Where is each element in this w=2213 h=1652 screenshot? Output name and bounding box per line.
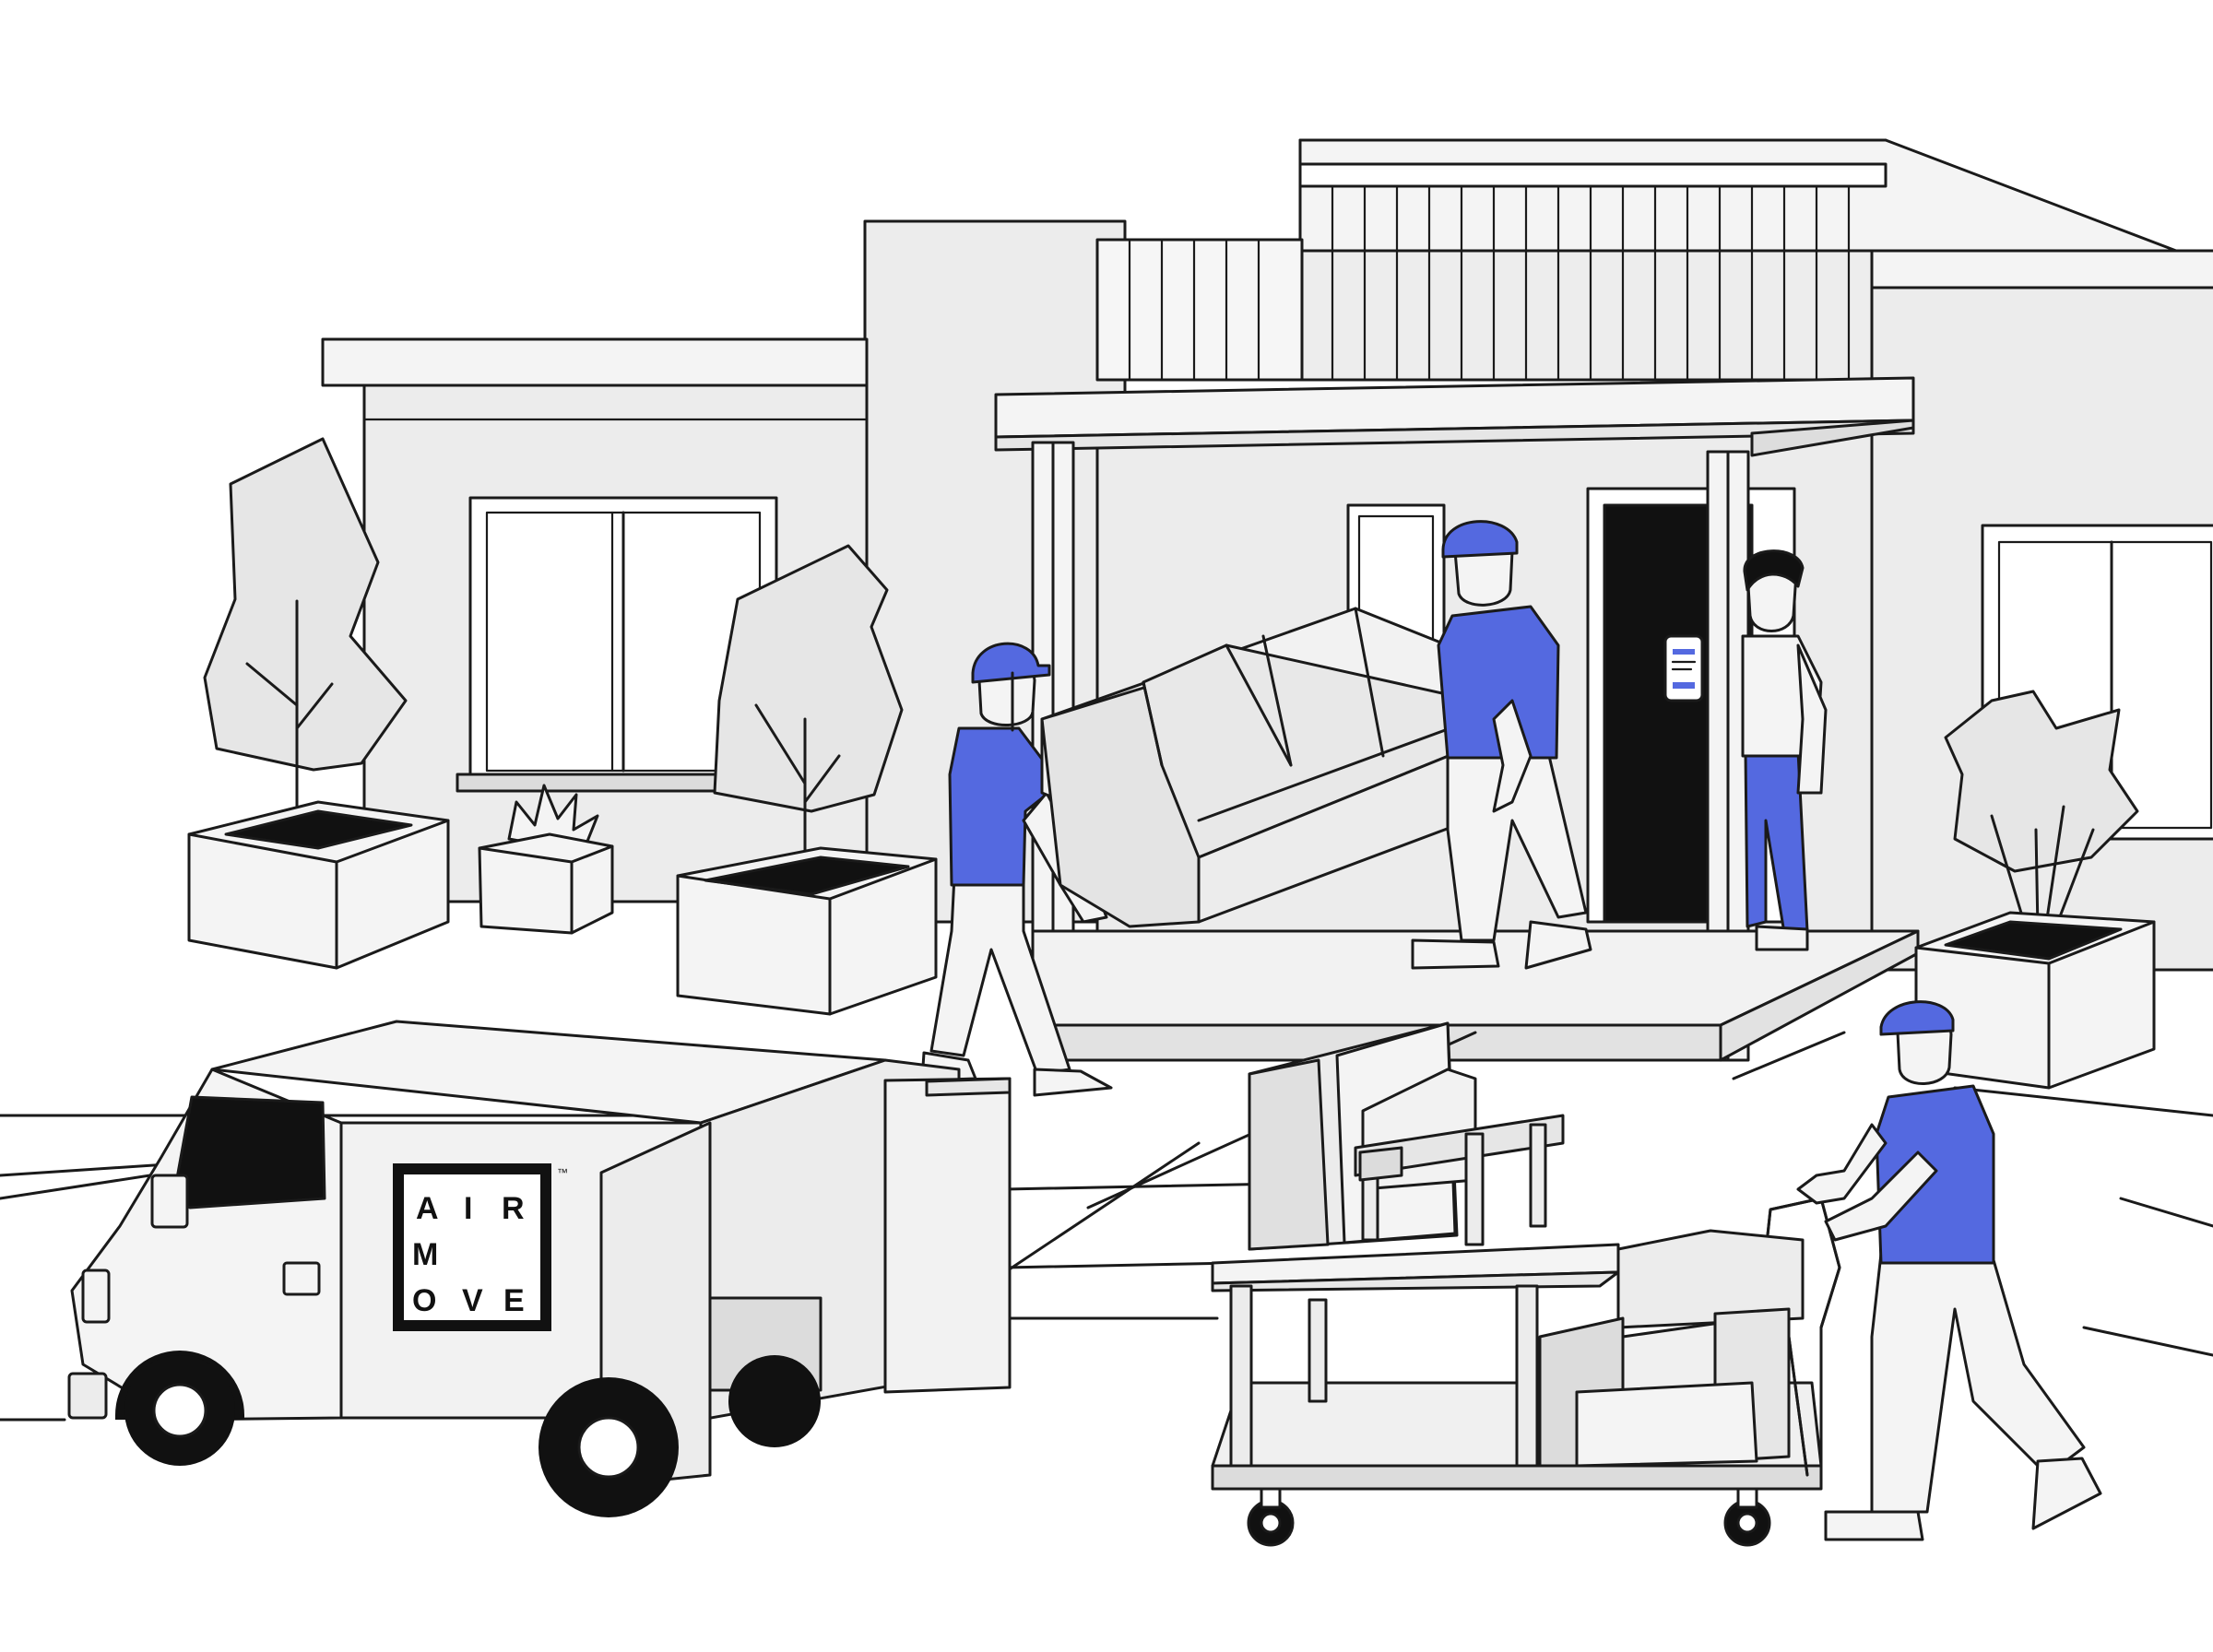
van-wheel-rear	[538, 1355, 821, 1517]
mover-right	[1411, 520, 1592, 970]
armchair-icon	[1538, 1229, 1805, 1468]
house-upper-section	[1298, 138, 2178, 382]
logo-letter: R	[502, 1191, 525, 1226]
table-on-cart	[1211, 1243, 1620, 1468]
airmove-logo: A I R M O V E ™	[393, 1163, 568, 1331]
small-plant-planter	[478, 784, 614, 935]
chair-on-table	[1354, 1068, 1565, 1246]
logo-trademark: ™	[557, 1166, 568, 1179]
porch-roof	[994, 376, 1915, 457]
logo-letter: A	[416, 1191, 439, 1226]
potted-tree-center	[676, 544, 938, 1016]
logo-letter: O	[412, 1283, 436, 1318]
potted-tree-right	[1914, 690, 2156, 1090]
mover-with-cart	[1796, 1000, 2102, 1541]
logo-letter: I	[464, 1191, 472, 1226]
sofa-carried	[1040, 607, 1496, 928]
logo-letter: V	[462, 1283, 483, 1318]
logo-letter: E	[503, 1283, 525, 1318]
van-icon: A I R M O V E ™	[67, 1020, 1012, 1517]
customer-in-doorway	[1663, 549, 1828, 951]
van-wheel-front	[115, 1351, 244, 1466]
potted-tree-left	[187, 437, 450, 970]
phone-icon	[1663, 634, 1704, 702]
house	[321, 138, 2213, 1062]
logo-letter: M	[412, 1237, 438, 1272]
